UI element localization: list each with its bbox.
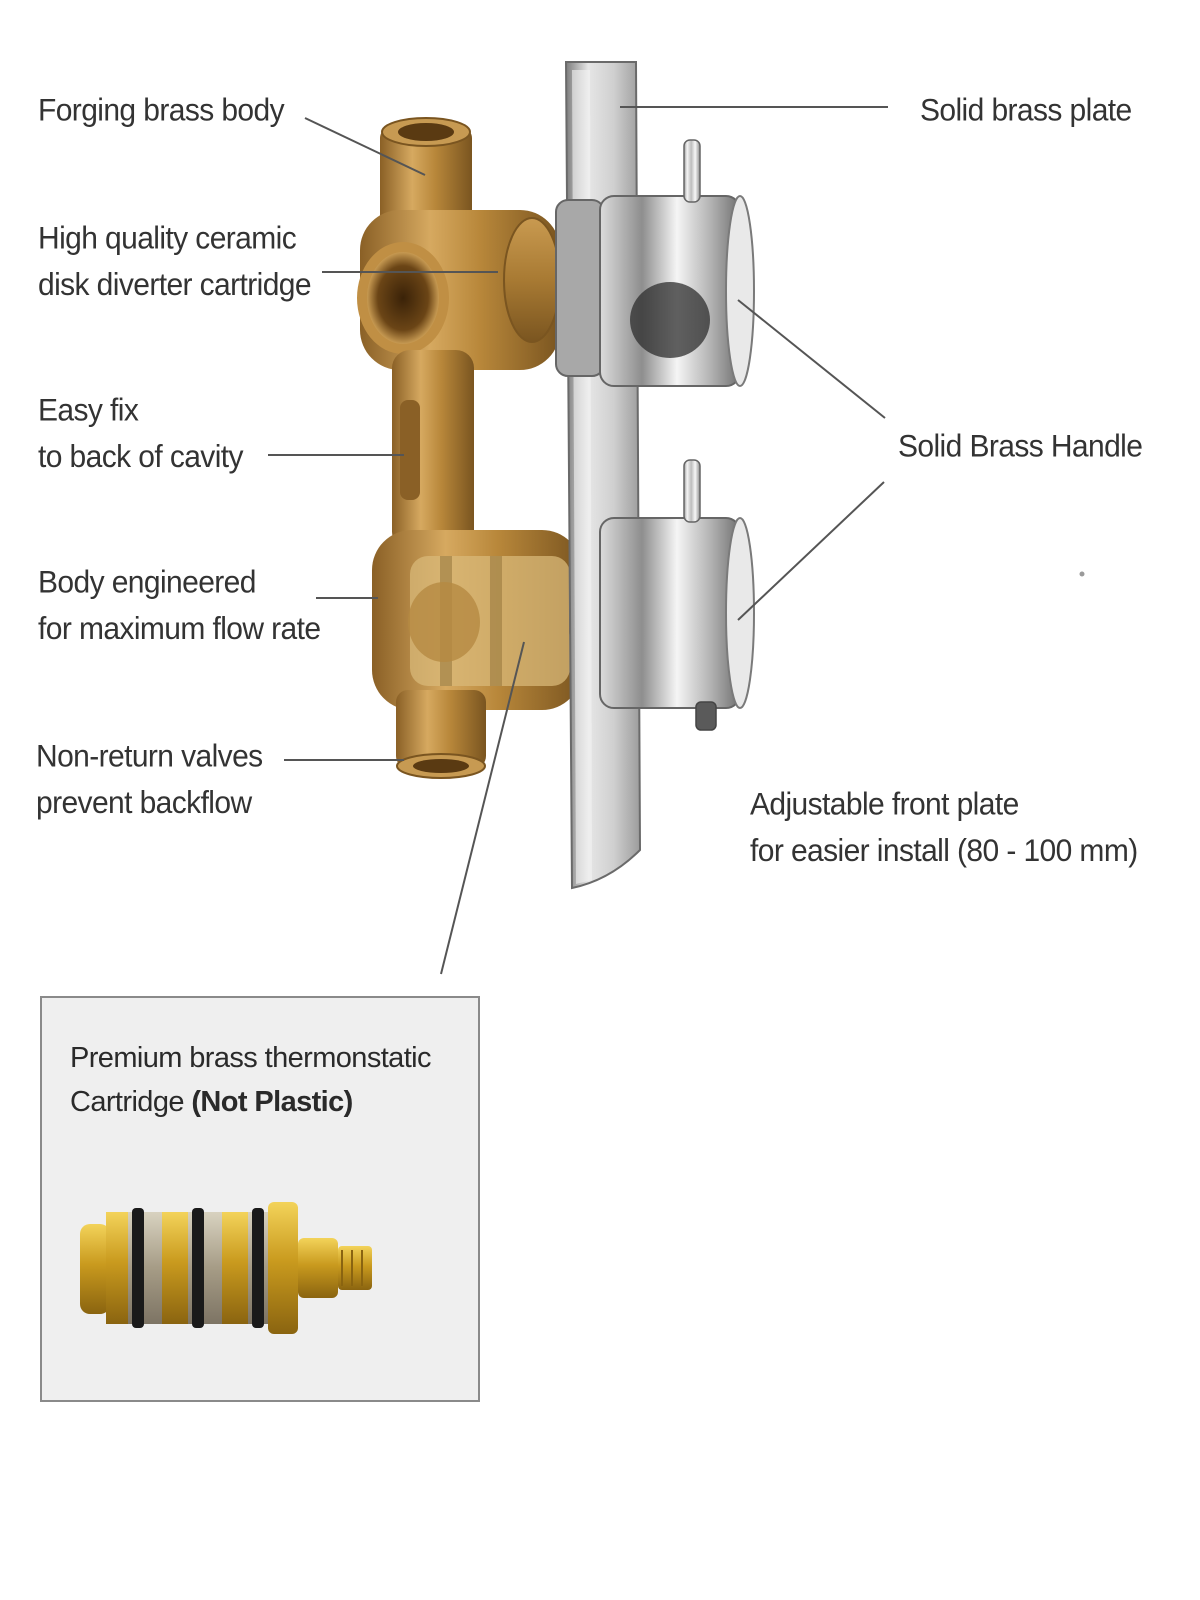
label-solid-plate-text: Solid brass plate (920, 93, 1132, 128)
label-forging-body: Forging brass body (38, 88, 285, 134)
chrome-front-plate (564, 61, 642, 890)
brass-valve-body (357, 117, 675, 779)
label-solid-handle-text: Solid Brass Handle (898, 429, 1143, 464)
label-non-return: Non-return valves prevent backflow (36, 734, 263, 826)
inset-line2: Cartridge (Not Plastic) (70, 1080, 431, 1124)
label-solid-handle: Solid Brass Handle (898, 424, 1143, 470)
label-nonreturn-line1: Non-return valves (36, 739, 263, 774)
label-ceramic-line1: High quality ceramic (38, 221, 297, 256)
label-body-line2: for maximum flow rate (38, 611, 321, 647)
label-easyfix-line1: Easy fix (38, 393, 139, 428)
label-easyfix-line2: to back of cavity (38, 439, 244, 475)
upper-handle (555, 139, 755, 387)
thermostatic-cartridge-image (80, 1202, 372, 1334)
lower-handle (599, 459, 755, 731)
label-solid-plate: Solid brass plate (920, 88, 1132, 134)
label-adjustable-plate: Adjustable front plate for easier instal… (750, 782, 1138, 874)
label-body-line1: Body engineered (38, 565, 256, 600)
inset-line2-prefix: Cartridge (70, 1086, 192, 1118)
stray-speck (1079, 571, 1085, 577)
leader-handle-lower (737, 481, 885, 621)
inset-caption: Premium brass thermonstatic Cartridge (N… (70, 1036, 432, 1124)
label-easy-fix: Easy fix to back of cavity (38, 388, 244, 480)
label-ceramic-line2: disk diverter cartridge (38, 267, 312, 303)
label-adjustable-line1: Adjustable front plate (750, 787, 1019, 822)
inset-line1: Premium brass thermonstatic (70, 1042, 432, 1074)
leader-handle-upper (737, 299, 886, 419)
inset-line2-bold: (Not Plastic) (191, 1086, 353, 1118)
label-adjustable-line2: for easier install (80 - 100 mm) (750, 833, 1138, 869)
leader-cartridge-inset (440, 641, 525, 975)
label-ceramic-cartridge: High quality ceramic disk diverter cartr… (38, 216, 312, 308)
leader-lines (268, 106, 888, 975)
label-nonreturn-line2: prevent backflow (36, 785, 252, 821)
label-body-engineered: Body engineered for maximum flow rate (38, 560, 321, 652)
cartridge-inset-box: Premium brass thermonstatic Cartridge (N… (40, 996, 480, 1402)
label-forging-body-text: Forging brass body (38, 93, 285, 128)
leader-forging-body (304, 117, 426, 176)
